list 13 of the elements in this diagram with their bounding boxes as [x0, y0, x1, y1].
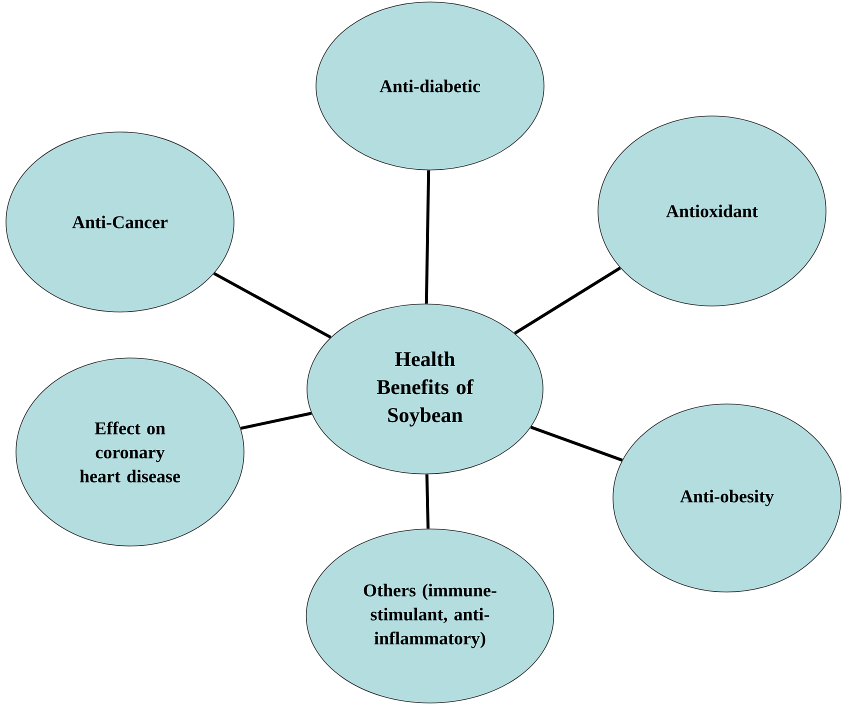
connector-line — [425, 474, 430, 529]
connector-line — [530, 426, 623, 462]
ellipse-node: Anti-obesity — [612, 404, 842, 592]
connector-line — [514, 266, 621, 335]
ellipse-node: Others (immune-stimulant, anti-inflammatory) — [306, 528, 554, 704]
connector-line — [424, 170, 430, 304]
ellipse-node: Health Benefits of Soybean — [306, 304, 544, 474]
ellipse-node: Antioxidant — [598, 116, 826, 306]
ellipse-node: Anti-Cancer — [6, 132, 234, 312]
ellipse-node: Effect on coronary heart disease — [16, 358, 244, 546]
ellipse-node: Anti-diabetic — [316, 2, 544, 170]
connector-line — [213, 272, 332, 339]
connector-line — [240, 412, 312, 430]
